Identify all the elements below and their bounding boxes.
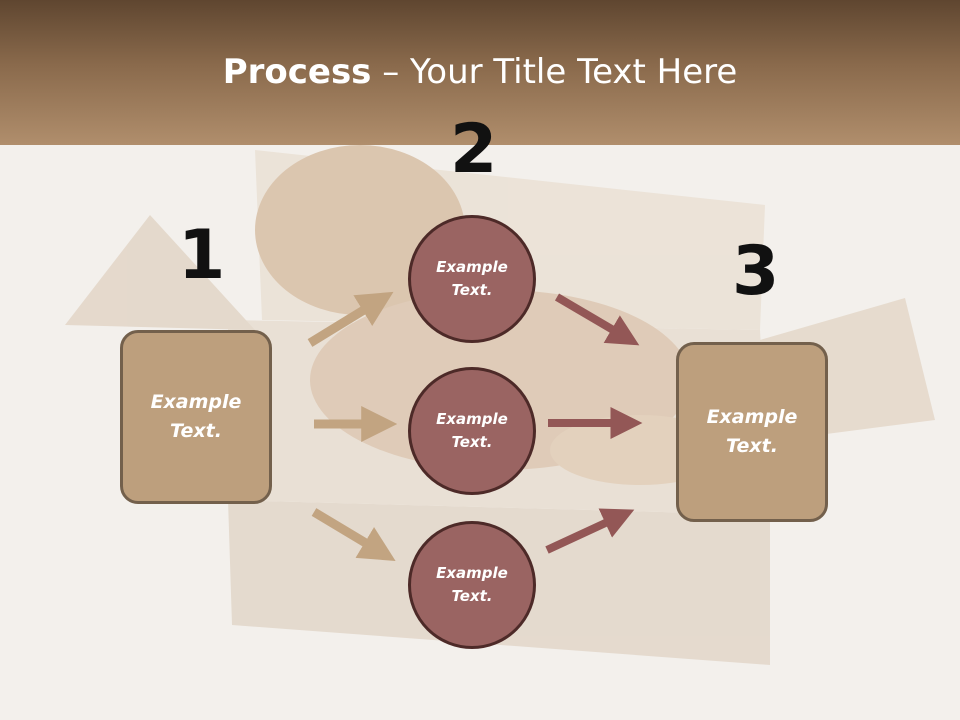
arrow-top-to-3 bbox=[554, 293, 640, 346]
box-flap-left bbox=[65, 215, 255, 330]
slide-title: Process – Your Title Text Here bbox=[0, 52, 960, 92]
step-2-circle-bottom: Example Text. bbox=[408, 521, 536, 649]
step-number-2: 2 bbox=[450, 110, 498, 189]
arrow-bottom-to-3 bbox=[545, 508, 635, 554]
circle-bottom-text: Example Text. bbox=[436, 564, 508, 605]
step-1-text: Example Text. bbox=[150, 391, 242, 442]
step-2-circle-top: Example Text. bbox=[408, 215, 536, 343]
circle-middle-text: Example Text. bbox=[436, 410, 508, 451]
arrow-1-to-bottom bbox=[311, 508, 396, 561]
arrow-1-to-top bbox=[307, 291, 394, 347]
title-rest: – Your Title Text Here bbox=[371, 52, 738, 92]
step-2-circle-middle: Example Text. bbox=[408, 367, 536, 495]
step-3-box: Example Text. bbox=[676, 342, 828, 522]
title-bar bbox=[0, 0, 960, 145]
step-3-text: Example Text. bbox=[706, 406, 798, 457]
step-number-1: 1 bbox=[178, 216, 226, 295]
step-number-3: 3 bbox=[732, 232, 780, 311]
circle-top-text: Example Text. bbox=[436, 258, 508, 299]
step-1-box: Example Text. bbox=[120, 330, 272, 504]
title-bold: Process bbox=[222, 52, 372, 92]
